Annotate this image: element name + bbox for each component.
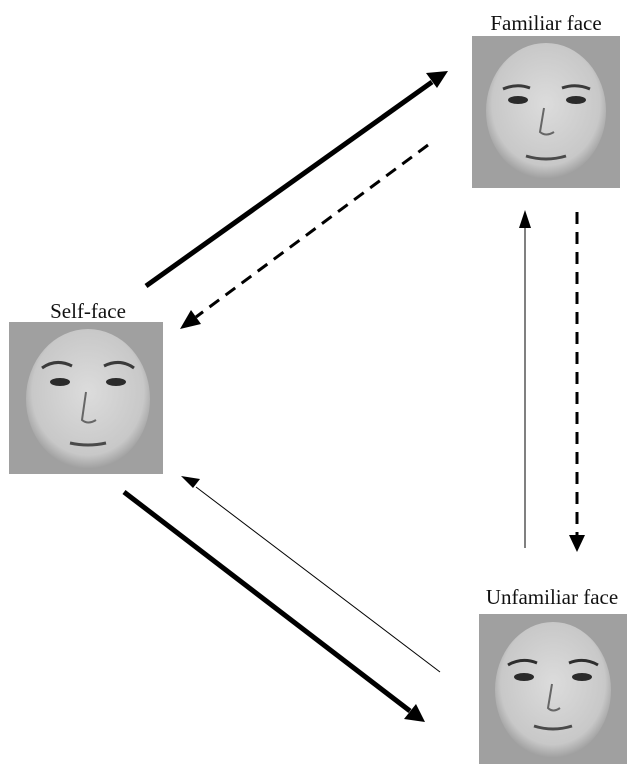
arrow-self-to-unfamiliar — [122, 490, 425, 722]
unfamiliar-face-node: Unfamiliar face — [479, 585, 627, 764]
familiar-face-label: Familiar face — [490, 11, 601, 35]
familiar-face-photo — [486, 43, 606, 179]
familiar-face-node: Familiar face — [472, 11, 620, 188]
arrow-familiar-to-self — [180, 143, 429, 329]
self-face-node: Self-face — [9, 299, 163, 474]
arrow-familiar-to-unfamiliar — [569, 212, 585, 552]
self-face-photo — [26, 329, 150, 469]
arrow-unfamiliar-to-familiar — [519, 210, 531, 548]
self-face-label: Self-face — [50, 299, 126, 323]
unfamiliar-face-photo — [495, 622, 611, 758]
unfamiliar-face-label: Unfamiliar face — [486, 585, 618, 609]
arrow-self-to-familiar — [144, 71, 448, 289]
arrow-unfamiliar-to-self — [181, 476, 441, 673]
